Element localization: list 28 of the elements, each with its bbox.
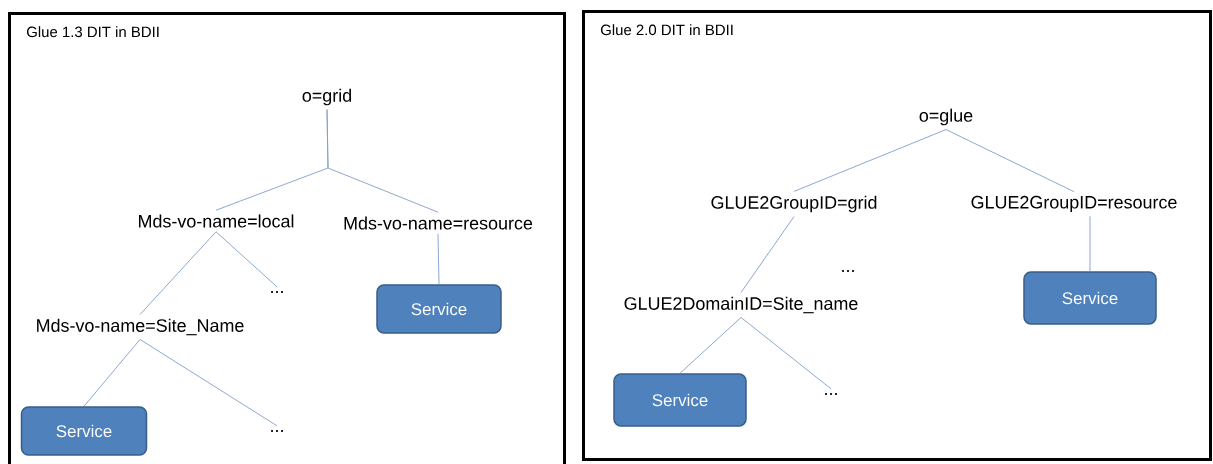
tree-label: ... bbox=[271, 430, 283, 432]
service-box: Service bbox=[613, 373, 747, 427]
service-box: Service bbox=[20, 406, 148, 456]
service-box: Service bbox=[1023, 271, 1157, 325]
tree-line bbox=[139, 231, 217, 315]
tree-label: o=grid bbox=[302, 88, 351, 106]
service-box: Service bbox=[376, 284, 502, 334]
tree-line bbox=[326, 109, 439, 213]
tree-line bbox=[945, 129, 1075, 193]
tree-label: GLUE2GroupID=grid bbox=[711, 195, 877, 213]
tree-line bbox=[1089, 215, 1091, 272]
tree-line bbox=[793, 129, 947, 192]
tree-label: Mds-vo-name=Site_Name bbox=[37, 318, 244, 336]
tree-label: Mds-vo-name=resource bbox=[344, 216, 533, 230]
tree-line bbox=[139, 339, 278, 427]
tree-line bbox=[740, 216, 795, 293]
tree-label: ... bbox=[271, 291, 283, 293]
tree-label: ... bbox=[825, 393, 837, 395]
tree-label: o=glue bbox=[919, 108, 973, 126]
tree-line bbox=[740, 317, 832, 390]
tree-label: GLUE2DomainID=Site_name bbox=[624, 296, 858, 314]
tree-line bbox=[83, 339, 141, 407]
tree-label: Mds-vo-name=local bbox=[139, 214, 294, 228]
tree-label: GLUE2GroupID=resource bbox=[971, 195, 1177, 213]
ellipsis-label: ... bbox=[842, 270, 854, 272]
tree-line bbox=[679, 317, 742, 374]
tree-line bbox=[215, 231, 278, 288]
tree-line bbox=[437, 233, 440, 285]
